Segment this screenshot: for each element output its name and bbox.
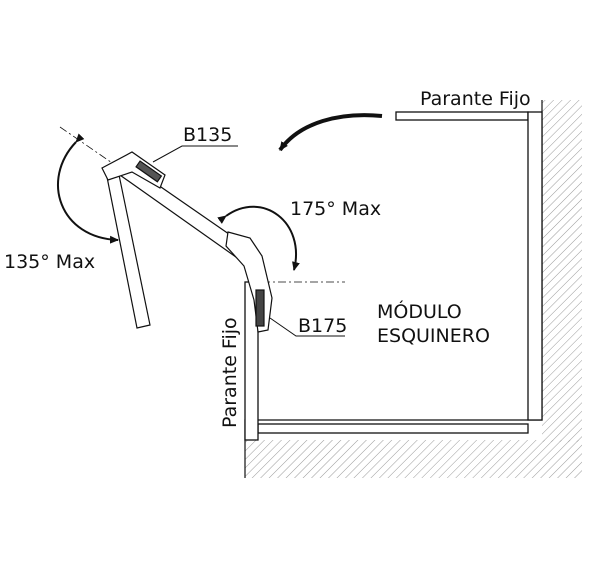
cabinet-panels xyxy=(244,111,543,441)
label-angle-175: 175° Max xyxy=(290,198,381,220)
top-fixed-panel xyxy=(395,111,529,121)
label-esquinero: ESQUINERO xyxy=(377,325,490,347)
bottom-panel xyxy=(257,423,529,434)
label-angle-135: 135° Max xyxy=(4,251,95,273)
label-b175: B175 xyxy=(298,315,347,337)
angle-arc-175 xyxy=(217,205,300,271)
leader-b175 xyxy=(269,317,345,337)
label-parante-fijo-side: Parante Fijo xyxy=(219,317,241,428)
label-modulo: MÓDULO xyxy=(377,299,462,323)
angle-arc-135 xyxy=(57,133,119,244)
reference-line-135 xyxy=(59,126,119,168)
wall-hatch xyxy=(244,100,582,478)
rotation-arrow xyxy=(278,113,383,152)
swing-door xyxy=(105,169,151,329)
leader-b135 xyxy=(152,145,238,163)
right-side-panel xyxy=(527,111,543,421)
label-parante-fijo-top: Parante Fijo xyxy=(420,88,531,110)
label-b135: B135 xyxy=(183,124,232,146)
